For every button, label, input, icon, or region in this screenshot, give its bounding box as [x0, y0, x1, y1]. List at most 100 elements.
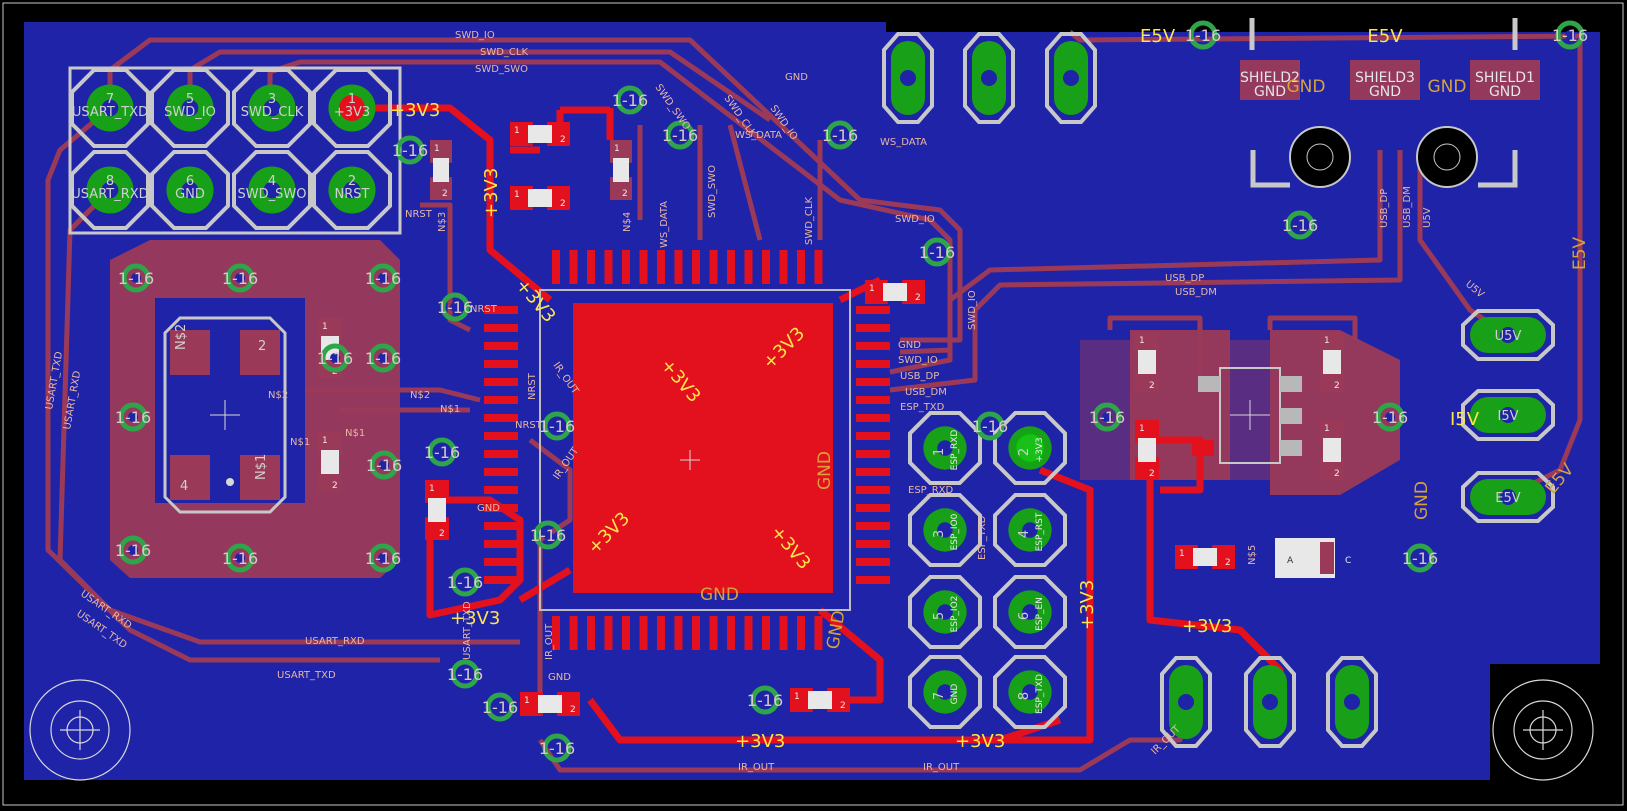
net-nrst-label: NRST: [470, 304, 498, 315]
swd-pin-number: 1: [348, 92, 356, 107]
crystal-pin-2: 2: [258, 339, 266, 354]
swd-header: 7USART_TXD5SWD_IO3SWD_CLK1+3V38USART_RXD…: [68, 66, 402, 235]
swd-pin-label: NRST: [335, 187, 370, 202]
mcu-pin-bottom: [727, 616, 735, 650]
mcu-pin-right: [856, 324, 890, 332]
esp-pin-3: [993, 493, 1067, 567]
mcu-pin-top: [552, 250, 560, 284]
mcu-pin-bottom: [797, 616, 805, 650]
via-label: 1-16: [919, 243, 955, 262]
mcu-pin-bottom: [657, 616, 665, 650]
usb-u5v-pin-label: U5V: [1422, 207, 1433, 228]
mcu-pin-bottom: [569, 616, 578, 650]
sig-gnd-mcu-bottom: GND: [700, 585, 739, 605]
net-n5: N$5: [1247, 545, 1258, 565]
smd-pin-two: 2: [1225, 558, 1231, 568]
mcu-pin-left: [484, 378, 518, 386]
ws-header-drill-0: [900, 70, 916, 86]
mcu-pin-right: [856, 504, 890, 512]
smd-pin-one: 1: [514, 190, 520, 200]
via: [225, 263, 255, 293]
smd-body: [1193, 548, 1217, 566]
top-traces: [360, 104, 1284, 744]
via-drill: [985, 421, 995, 431]
power-header-drill-2: [1500, 489, 1516, 505]
via: [485, 692, 515, 722]
mcu-pins: [484, 250, 890, 650]
esp-pin-label: +3V3: [1035, 437, 1045, 462]
swd-pin-6: [232, 150, 312, 230]
ir-header-outline-1: [1244, 656, 1296, 748]
smd-pad-a: [1320, 332, 1344, 355]
diode-a-label: A: [1287, 556, 1294, 566]
via: [665, 120, 695, 150]
mcu-pin-left: [484, 540, 518, 548]
swd-pin-number: 3: [268, 92, 276, 107]
crystal-pin-n1: N$1: [254, 454, 269, 480]
net-n3: N$3: [437, 212, 448, 232]
esp-pin-2: [908, 493, 982, 567]
smd-pad-b: [610, 177, 632, 200]
via-drill: [543, 530, 553, 540]
net-gnd-left: GND: [477, 503, 500, 514]
mcu-pin-top: [604, 250, 613, 284]
ws-header-outline-1: [963, 32, 1015, 124]
net-swd-io-top: SWD_IO: [455, 30, 495, 41]
via-label: 1-16: [366, 456, 402, 475]
sig-i5v: I5V: [1450, 409, 1480, 430]
esp-pin-7-drill: [1022, 684, 1038, 700]
smd-pin-two: 2: [439, 529, 445, 539]
mcu-pin-top: [622, 250, 630, 284]
mcu-pin-bottom: [622, 616, 630, 650]
mcu-pin-left: [484, 396, 518, 404]
ir-header: [1160, 656, 1378, 748]
via: [1405, 543, 1435, 573]
swd-pin-7-drill: [343, 181, 361, 199]
esp-pin-number: 7: [932, 692, 947, 700]
via-drill: [552, 421, 562, 431]
via: [118, 535, 148, 565]
smd-pin-two: 2: [560, 199, 566, 209]
net-esp-rxd-mcu: ESP_RXD: [908, 485, 953, 496]
via-drill: [128, 545, 138, 555]
via-drill: [932, 247, 942, 257]
net-usb-dm-mcu: USB_DM: [905, 387, 947, 398]
via-label: 1-16: [222, 549, 258, 568]
usb-shield1-label: SHIELD1: [1475, 70, 1535, 86]
ir-header-drill-0: [1178, 694, 1194, 710]
net-swd-io-right: SWD_IO: [895, 214, 935, 225]
smd-pad-a: [510, 122, 533, 146]
swd-pin-label: USART_RXD: [71, 187, 148, 202]
via: [440, 292, 470, 322]
esp-pin-3v3-highlight: [1015, 433, 1045, 463]
usb-gnd-label-b: GND: [1428, 77, 1467, 97]
via: [1285, 210, 1315, 240]
sig-3v3-left: +3V3: [450, 608, 500, 629]
mcu-outline: [539, 289, 851, 611]
swd-pin-4: [70, 150, 150, 230]
mounting-hole-right: [1492, 679, 1594, 781]
usb-dp-pin-label: USB_DP: [1379, 189, 1390, 228]
net-ws-data: WS_DATA: [880, 137, 927, 148]
esp-pin-5: [993, 575, 1067, 649]
smd-pin-one: 1: [1139, 336, 1145, 346]
via-label: 1-16: [365, 349, 401, 368]
net-swd-clk-top: SWD_CLK: [480, 47, 528, 58]
sig-e5v-top: E5V: [1140, 26, 1176, 47]
smd-pin-two: 2: [915, 293, 921, 303]
mcu-pin-top: [569, 250, 578, 284]
net-n4: N$4: [622, 212, 633, 232]
mcu-thermal-pad: [573, 303, 833, 593]
net-swd-clk-vert: SWD_CLK: [804, 197, 815, 245]
swd-pin-label: USART_TXD: [72, 105, 148, 120]
mcu-pin-bottom: [674, 616, 683, 650]
via-label: 1-16: [612, 91, 648, 110]
power-header-drill-1: [1500, 407, 1516, 423]
via-label: 1-16: [1552, 26, 1588, 45]
net-nrst-label-3: NRST: [405, 209, 433, 220]
esp-pin-4: [908, 575, 982, 649]
usb-mount-hole-right: [1416, 126, 1478, 188]
smd-pin-two: 2: [1334, 381, 1340, 391]
esp-pin-number: 1: [932, 448, 947, 456]
